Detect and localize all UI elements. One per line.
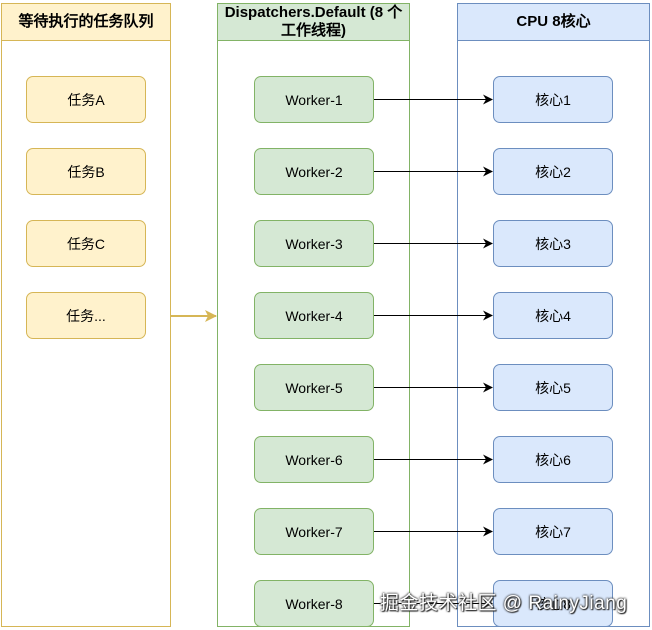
core-node-4: 核心4 [493, 292, 613, 339]
task-queue-title: 等待执行的任务队列 [2, 4, 170, 41]
core-node-1: 核心1 [493, 76, 613, 123]
task-node-c: 任务C [26, 220, 146, 267]
worker-node-1: Worker-1 [254, 76, 374, 123]
worker-node-6: Worker-6 [254, 436, 374, 483]
worker-node-4: Worker-4 [254, 292, 374, 339]
watermark: 掘金技术社区 @ RainyJiang [380, 593, 628, 614]
core-node-3: 核心3 [493, 220, 613, 267]
worker-node-8: Worker-8 [254, 580, 374, 627]
core-node-8: 核心8 [493, 580, 613, 627]
dispatcher-title: Dispatchers.Default (8 个工作线程) [218, 4, 409, 41]
core-node-2: 核心2 [493, 148, 613, 195]
worker-node-3: Worker-3 [254, 220, 374, 267]
worker-node-2: Worker-2 [254, 148, 374, 195]
core-node-5: 核心5 [493, 364, 613, 411]
cpu-title: CPU 8核心 [458, 4, 649, 41]
task-node-b: 任务B [26, 148, 146, 195]
core-node-7: 核心7 [493, 508, 613, 555]
core-node-6: 核心6 [493, 436, 613, 483]
worker-node-5: Worker-5 [254, 364, 374, 411]
worker-node-7: Worker-7 [254, 508, 374, 555]
task-node-a: 任务A [26, 76, 146, 123]
task-node-more: 任务... [26, 292, 146, 339]
